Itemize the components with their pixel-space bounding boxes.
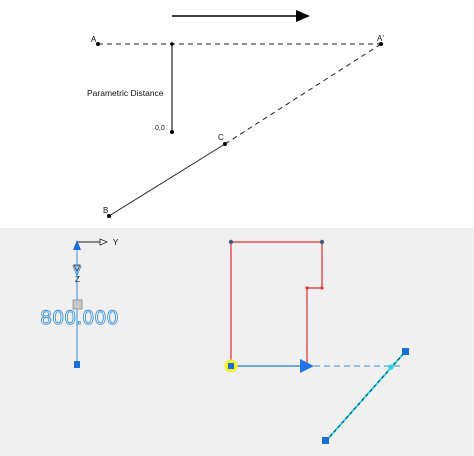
line-b-to-c — [108, 143, 226, 217]
y-axis-label: Y — [113, 238, 119, 247]
dimension-grip-middle[interactable] — [72, 299, 83, 310]
diagonal-path-dashes — [325, 351, 406, 442]
diagonal-path[interactable] — [322, 348, 409, 444]
origin-marker — [170, 130, 174, 134]
label-c: C — [218, 133, 224, 142]
point-c-marker — [223, 142, 227, 146]
diagonal-end-grip[interactable] — [402, 348, 409, 355]
parametric-diagram: A A' C B 0,0 Parametric Distance — [87, 10, 384, 218]
line-c-to-a-prime — [224, 43, 382, 145]
label-parametric-distance: Parametric Distance — [87, 88, 164, 98]
point-b-marker — [107, 214, 111, 218]
direction-arrow-blue[interactable] — [300, 359, 314, 373]
profile-vertex-top-right[interactable] — [319, 239, 325, 245]
profile-vertex-top-left[interactable] — [228, 239, 234, 245]
point-a-prime-marker — [379, 42, 383, 46]
cad-viewport[interactable]: Y Z 800.000 — [0, 228, 474, 456]
intersection-point[interactable] — [388, 364, 394, 370]
profile-outline — [230, 241, 323, 366]
dimension-grip-end[interactable] — [74, 361, 80, 368]
point-a-marker — [96, 42, 100, 46]
dimension-arrow-top — [73, 240, 81, 250]
direction-arrow-head — [296, 10, 310, 22]
label-a-prime: A' — [377, 34, 384, 43]
origin-grip[interactable] — [228, 363, 234, 369]
diagonal-start-grip[interactable] — [322, 437, 329, 444]
dimension-value-text[interactable]: 800.000 — [40, 307, 119, 330]
profile-vertex-notch-outer[interactable] — [320, 286, 324, 290]
label-b: B — [103, 206, 108, 215]
label-origin: 0,0 — [155, 125, 165, 132]
profile-vertex-notch-inner[interactable] — [305, 286, 309, 290]
y-axis-arrowhead — [99, 238, 109, 246]
label-a: A — [91, 35, 97, 44]
viewport-background — [0, 228, 474, 456]
dimension-arrow-mid — [72, 265, 82, 278]
point-top-junction — [170, 42, 174, 46]
dimension-widget[interactable]: Y Z 800.000 — [40, 238, 119, 368]
